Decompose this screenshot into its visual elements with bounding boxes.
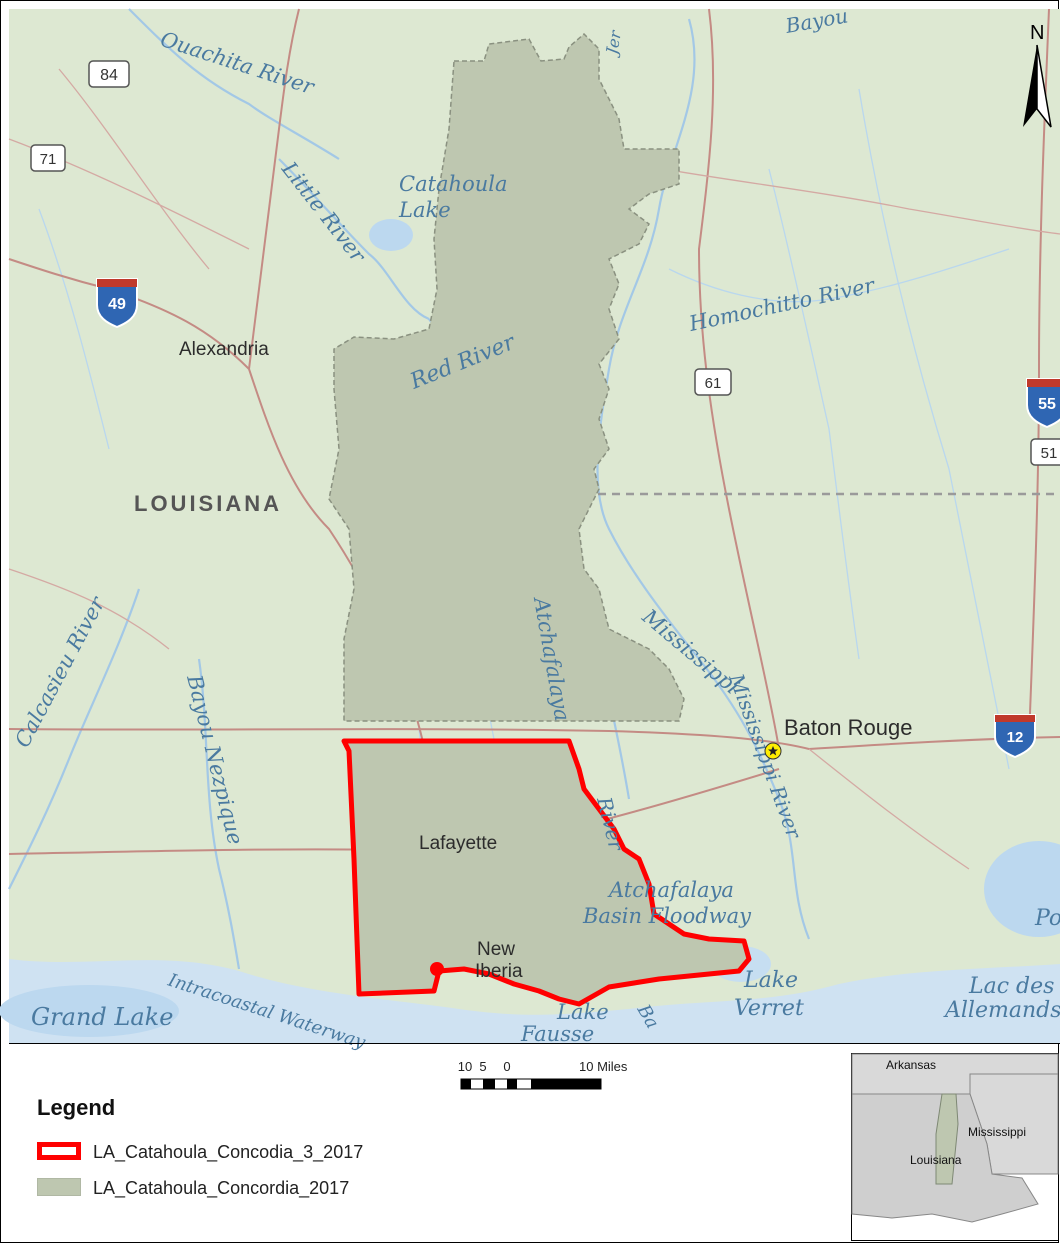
legend-swatch-fill	[37, 1178, 81, 1196]
catahoula-lake-label-2: Lake	[398, 198, 451, 222]
study-area-polygon	[328, 32, 685, 722]
scale-tick-10-miles: 10 Miles	[579, 1059, 628, 1074]
legend-swatch-outline	[37, 1142, 81, 1160]
svg-text:71: 71	[40, 151, 57, 168]
inset-locator-map: Arkansas Mississippi Louisiana	[851, 1053, 1059, 1241]
map-panel[interactable]: 84 71 49 61 55 51 12 Ouach	[0, 3, 1060, 1054]
baton-rouge-label: Baton Rouge	[784, 715, 912, 740]
lake-verret-label-2: Verret	[734, 996, 804, 1021]
us-71-shield: 71	[30, 144, 66, 172]
svg-text:61: 61	[705, 375, 722, 392]
subarea-polygon-fill	[344, 741, 749, 1004]
grand-lake-water	[0, 985, 179, 1037]
legend-item-study-area: LA_Catahoula_Concordia_2017	[37, 1175, 557, 1201]
grand-lake-label: Grand Lake	[31, 1003, 173, 1031]
legend-item-subarea: LA_Catahoula_Concodia_3_2017	[37, 1139, 557, 1165]
lake-verret-label-1: Lake	[743, 968, 798, 993]
lac-des-allemands-label-2: Allemands	[943, 998, 1060, 1023]
map-panel-border	[9, 1043, 1060, 1044]
lake-fausse-label-2: Fausse	[520, 1022, 594, 1046]
catahoula-lake-label-1: Catahoula	[399, 172, 507, 196]
legend: Legend LA_Catahoula_Concodia_3_2017 LA_C…	[37, 1095, 557, 1215]
scale-tick-5: 5	[479, 1059, 486, 1074]
state-label: LOUISIANA	[134, 491, 282, 516]
new-iberia-label-1: New	[477, 939, 515, 960]
gulf-coast-water	[9, 959, 1060, 1043]
inset-label-louisiana: Louisiana	[910, 1153, 962, 1167]
us-61-shield: 61	[694, 368, 732, 396]
lafayette-label: Lafayette	[419, 833, 497, 854]
subarea-notch	[430, 962, 444, 976]
legend-title: Legend	[37, 1095, 116, 1120]
atchafalaya-basin-label-1: Atchafalaya	[607, 878, 734, 902]
svg-text:84: 84	[100, 67, 118, 84]
atchafalaya-basin-label-2: Basin Floodway	[582, 904, 752, 928]
legend-label-study-area: LA_Catahoula_Concordia_2017	[93, 1178, 350, 1198]
svg-text:12: 12	[1007, 729, 1024, 746]
svg-text:49: 49	[108, 296, 126, 313]
catahoula-lake-water	[369, 219, 413, 251]
legend-label-subarea: LA_Catahoula_Concodia_3_2017	[93, 1142, 364, 1162]
inset-label-mississippi: Mississippi	[968, 1125, 1026, 1139]
i-12-shield: 12	[994, 714, 1036, 759]
north-arrow-icon: N	[1023, 22, 1052, 128]
lake-pontchartrain-fragment-label: Po	[1034, 906, 1060, 931]
svg-text:55: 55	[1038, 396, 1056, 413]
new-iberia-label-2: Iberia	[475, 961, 523, 982]
lake-pontchartrain-water	[984, 841, 1060, 937]
scale-tick-10-left: 10	[458, 1059, 472, 1074]
lac-des-allemands-label-1: Lac des	[968, 974, 1054, 999]
i-55-shield: 55	[1026, 378, 1060, 429]
inset-study-area	[935, 1093, 959, 1185]
us-84-shield: 84	[88, 60, 130, 88]
capital-star-icon	[764, 742, 782, 760]
jer-fragment-label: Jer	[602, 28, 626, 59]
scale-tick-0: 0	[503, 1059, 510, 1074]
i-49-shield: 49	[96, 278, 138, 329]
inset-label-arkansas: Arkansas	[886, 1058, 936, 1072]
us-51-shield: 51	[1030, 438, 1060, 466]
lake-fausse-label-1: Lake	[556, 1000, 609, 1024]
scale-bar: 10 5 0 10 Miles	[458, 1057, 628, 1097]
svg-text:51: 51	[1041, 445, 1058, 462]
alexandria-label: Alexandria	[179, 339, 269, 360]
svg-text:N: N	[1030, 22, 1044, 44]
